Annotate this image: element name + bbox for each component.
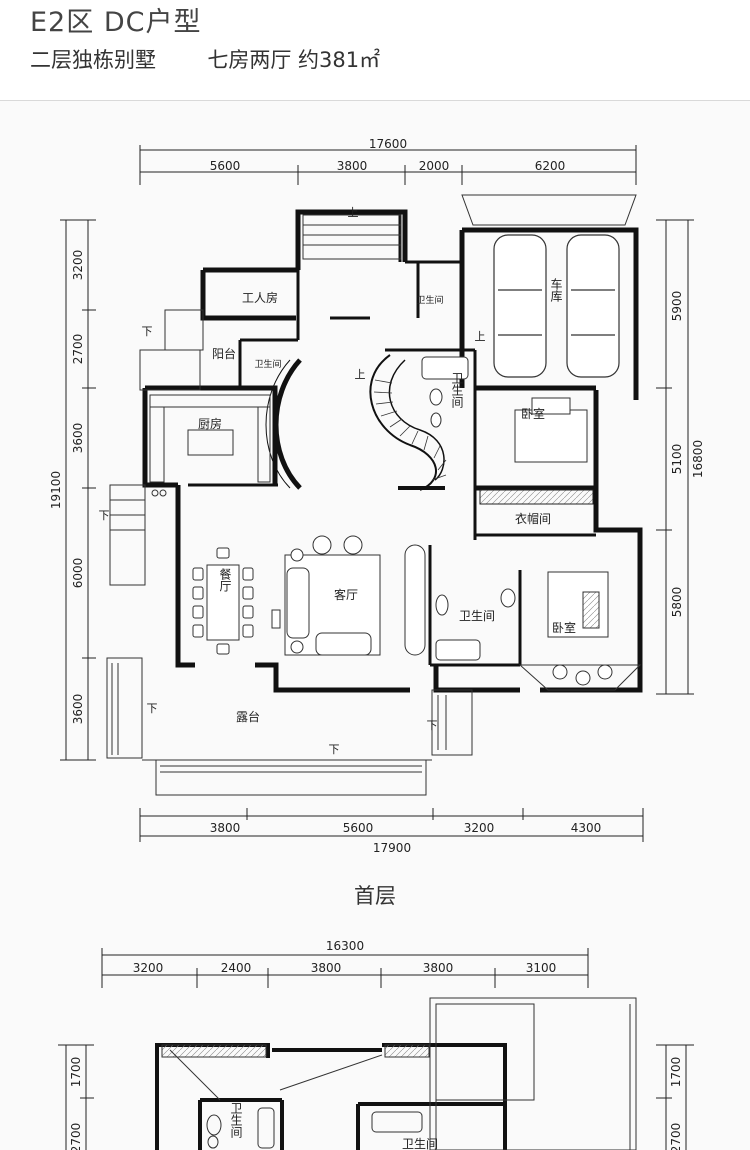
dim-bottom-1: 3800 [210,821,241,835]
bottom-dimension-lines [139,808,644,842]
label-bath-2f-mid: 卫生间 [402,1137,438,1150]
label-bath-small: 卫生间 [254,358,281,370]
label-cloakroom: 衣帽间 [515,511,551,526]
dim2-right-2: 2700 [669,1123,683,1150]
page-subtitle: 二层独栋别墅 七房两厅 约381㎡ [30,44,380,74]
bedroom-2-furniture [518,571,642,691]
arrow-down-terrace-right: 下 [427,719,438,732]
dim-bottom-4: 4300 [571,821,602,835]
dim-right-total: 16800 [691,440,705,478]
label-kitchen: 厨房 [198,416,222,431]
label-balcony: 阳台 [212,346,236,361]
wardrobe-rack [479,489,594,505]
dim2-top-2: 2400 [221,961,252,975]
dim-left-5: 3600 [71,694,85,725]
dim2-top-1: 3200 [133,961,164,975]
arrow-down-terrace-bottom: 下 [329,743,340,756]
top-dimension-lines [139,145,637,185]
dim-left-4: 6000 [71,558,85,589]
second-floor-details [161,997,637,1150]
dim-left-total: 19100 [49,471,63,509]
label-bedroom-2: 卧室 [552,620,576,635]
dim-bottom-2: 5600 [343,821,374,835]
entrance-steps [302,214,402,260]
left-steps [109,484,146,586]
right-dimension-lines [656,219,694,695]
garage-driveway [461,194,637,226]
exterior-walls [142,209,643,693]
master-bath-fixtures [435,588,516,661]
dim-top-1: 5600 [210,159,241,173]
label-terrace: 露台 [236,709,260,724]
dim-right-3: 5800 [670,587,684,618]
label-bedroom-1: 卧室 [521,406,545,421]
dim2-top-4: 3800 [423,961,454,975]
label-dining-room: 餐厅 [218,567,232,592]
dim2-left-2: 2700 [69,1123,83,1150]
interior-walls [188,210,596,667]
garage-cars [493,234,620,378]
arrow-down-terrace-left: 下 [147,702,158,715]
label-garage: 车库 [549,277,563,303]
dim2-left-1: 1700 [69,1057,83,1088]
label-bath-2f-left: 卫生间 [229,1102,243,1138]
dim-left-1: 3200 [71,250,85,281]
dim-top-4: 6200 [535,159,566,173]
dining-table [192,547,254,655]
label-bath-master: 卫生间 [459,609,495,623]
label-living-room: 客厅 [334,587,358,602]
house-type-label: 二层独栋别墅 [30,48,156,72]
dim-top-2: 3800 [337,159,368,173]
terrace [106,657,473,796]
spiral-staircase [369,354,445,491]
dim-bottom-total: 17900 [373,841,411,855]
second-floor-side-dims [58,1044,694,1150]
page-header: E2区 DC户型 二层独栋别墅 七房两厅 约381㎡ [0,0,750,101]
balcony-outline [139,309,204,391]
dim-left-3: 3600 [71,423,85,454]
stair-treads [373,379,447,481]
dim2-right-1: 1700 [669,1057,683,1088]
dim2-top-total: 16300 [326,939,364,953]
label-bath-stair: 卫生间 [450,372,464,408]
dim2-top-5: 3100 [526,961,557,975]
dim-right-2: 5100 [670,444,684,475]
label-bath-top: 卫生间 [416,294,443,306]
arrow-up-entrance: 上 [348,206,359,219]
first-floor-caption: 首层 [354,884,396,908]
arrow-down-left: 下 [99,509,110,522]
stair-bath-fixtures [421,356,469,428]
arrow-up-garage: 上 [475,330,486,343]
dim2-top-3: 3800 [311,961,342,975]
kitchen-fixtures [149,394,271,497]
dim-top-3: 2000 [419,159,450,173]
second-floor-walls [155,1043,507,1150]
dim-top-total: 17600 [369,137,407,151]
dim-left-2: 2700 [71,334,85,365]
arrow-down-balcony: 下 [142,325,153,338]
room-count-area-label: 七房两厅 约381㎡ [207,48,381,72]
living-room-furniture [271,535,426,656]
second-floor-top-dims [101,948,589,988]
label-worker-room: 工人房 [242,290,278,305]
dim-right-1: 5900 [670,291,684,322]
left-dimension-lines [60,219,96,761]
page-title: E2区 DC户型 [30,7,202,38]
arrow-up-stair: 上 [355,368,366,381]
bedroom-1-furniture [514,397,588,463]
dim-bottom-3: 3200 [464,821,495,835]
